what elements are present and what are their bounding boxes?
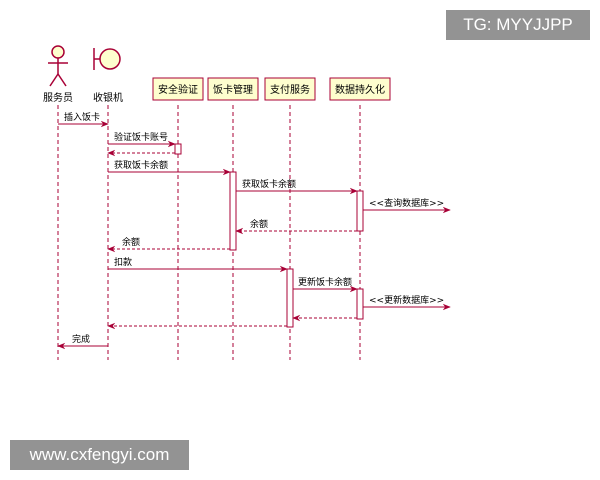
message-label: 获取饭卡余额 — [114, 159, 168, 171]
watermark-bottom: www.cxfengyi.com — [10, 440, 189, 470]
watermark-top: TG: MYYJJPP — [446, 10, 590, 40]
message-label: 余额 — [250, 218, 268, 230]
message-label: 完成 — [72, 333, 90, 345]
message-labels: 插入饭卡 验证饭卡账号 获取饭卡余额 获取饭卡余额 <<查询数据库>> 余额 余… — [64, 111, 444, 345]
message-label: 扣款 — [114, 256, 132, 268]
message-label: 更新饭卡余额 — [298, 276, 352, 288]
activation-payment — [286, 268, 294, 328]
participant-payment: 支付服务 — [264, 77, 316, 101]
messages — [57, 120, 451, 350]
participant-label: 安全验证 — [158, 83, 198, 96]
participant-security: 安全验证 — [152, 77, 204, 101]
message-label: <<查询数据库>> — [369, 197, 444, 209]
participant-label: 收银机 — [93, 91, 123, 104]
activation-security — [174, 143, 182, 155]
activations — [174, 143, 364, 328]
message-label: 余额 — [122, 236, 140, 248]
actor-stick-figure-icon — [48, 45, 68, 87]
participant-label: 数据持久化 — [335, 83, 385, 96]
activation-persistence-2 — [356, 288, 364, 320]
boundary-cashier: 收银机 — [93, 48, 123, 104]
actor-waiter: 服务员 — [43, 45, 73, 104]
participant-label: 服务员 — [43, 91, 73, 104]
participant-label: 支付服务 — [270, 83, 310, 96]
boundary-icon — [93, 48, 121, 70]
message-label: 验证饭卡账号 — [114, 131, 168, 143]
lifelines — [57, 105, 361, 360]
activation-persistence-1 — [356, 190, 364, 232]
participant-card-mgmt: 饭卡管理 — [207, 77, 259, 101]
message-label: <<更新数据库>> — [369, 294, 444, 306]
message-label: 获取饭卡余额 — [242, 178, 296, 190]
message-label: 插入饭卡 — [64, 111, 100, 123]
activation-card-mgmt — [229, 171, 237, 251]
participant-label: 饭卡管理 — [213, 83, 253, 96]
participant-persistence: 数据持久化 — [329, 77, 391, 101]
